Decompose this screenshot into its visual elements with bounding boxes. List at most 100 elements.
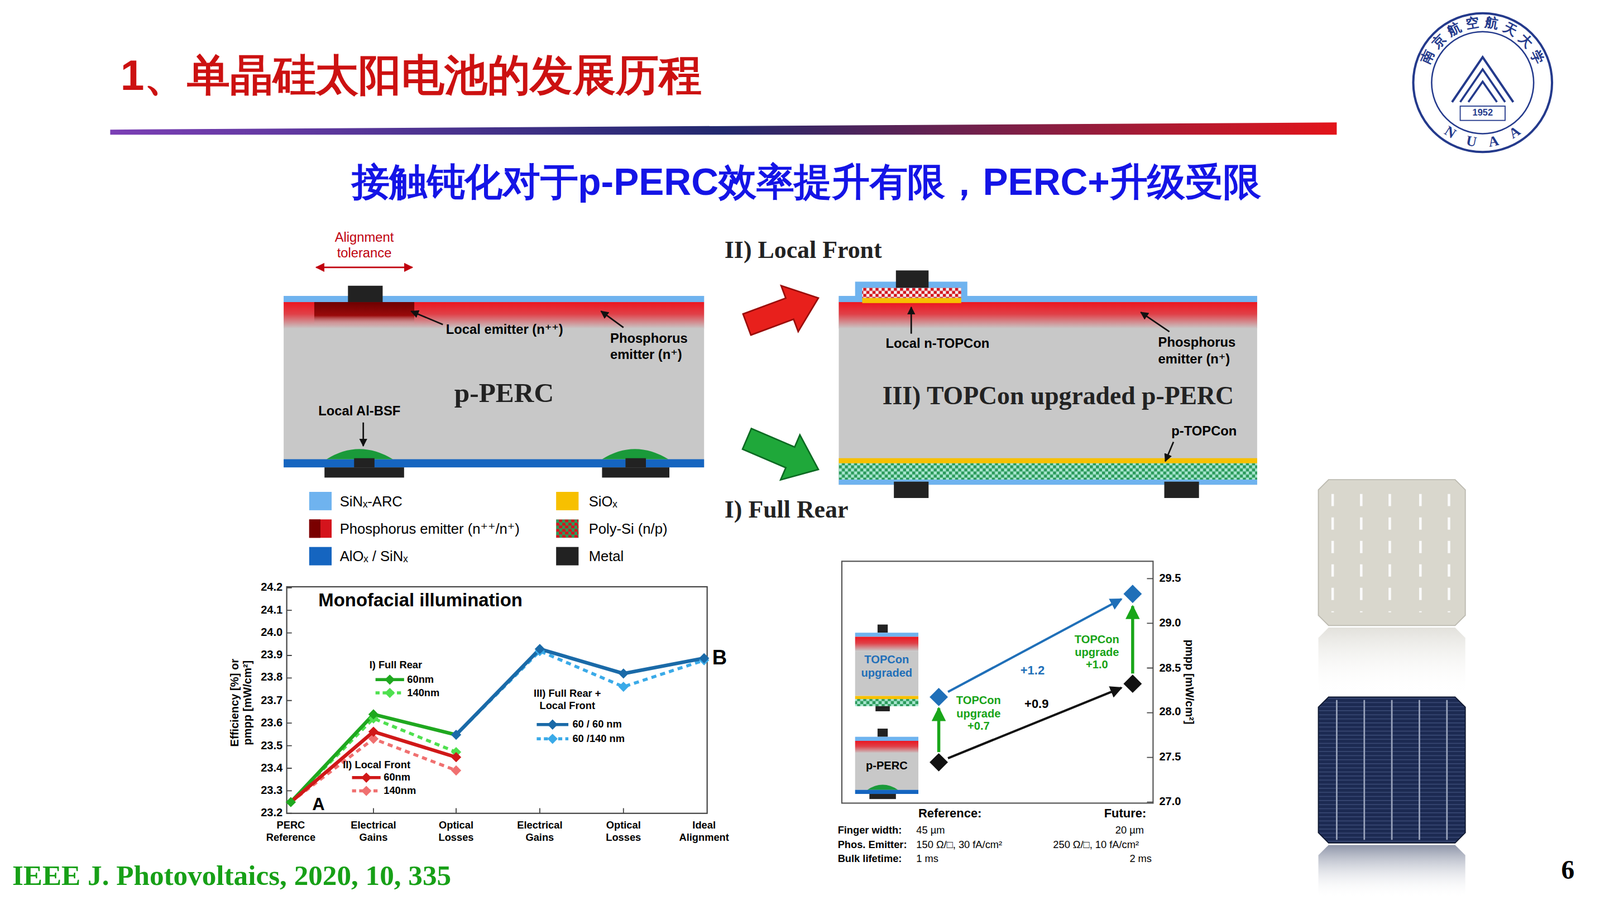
power-chart xyxy=(947,599,1122,692)
block-arrow xyxy=(743,285,819,335)
university-logo xyxy=(1413,13,1553,153)
p-perc-section xyxy=(283,295,704,303)
axis-tick: 27.0 xyxy=(1158,794,1181,808)
power-chart xyxy=(1131,606,1134,674)
power-chart xyxy=(855,650,919,696)
leader-line xyxy=(1165,441,1174,462)
power-chart xyxy=(947,687,1122,759)
topcon-section xyxy=(896,270,929,288)
power-chart xyxy=(877,728,888,737)
power-chart xyxy=(855,789,919,794)
legend-text: 60 /140 nm xyxy=(572,732,625,745)
legend-sample xyxy=(361,785,372,796)
legend-heading: III) Full Rear + Local Front xyxy=(531,687,603,713)
efficiency-chart xyxy=(290,731,457,803)
table-heading: Reference: xyxy=(918,807,982,822)
legend-text: 140nm xyxy=(406,686,440,699)
axis-category: Electrical Gains xyxy=(340,819,406,843)
legend-swatch xyxy=(556,519,579,538)
axis-tick: 28.5 xyxy=(1158,660,1181,674)
wafer-photo xyxy=(1318,479,1466,898)
axis-tick: 24.2 xyxy=(260,580,283,594)
arrow-label: I) Full Rear xyxy=(724,495,849,524)
topcon-section xyxy=(838,463,1257,480)
axis-tick: 24.0 xyxy=(260,625,283,639)
swatch-shade xyxy=(309,519,321,538)
part-label: Local Al-BSF xyxy=(318,404,401,420)
legend-text: Metal xyxy=(588,547,625,566)
axis-tick: 23.2 xyxy=(260,806,283,819)
table-cell: Bulk lifetime: xyxy=(837,853,903,865)
legend-text: SiNₓ-ARC xyxy=(339,491,403,511)
efficiency-chart xyxy=(286,587,292,814)
topcon-section xyxy=(838,458,1257,464)
section-title: III) TOPCon upgraded p-PERC xyxy=(838,381,1278,412)
point-label: B xyxy=(712,647,727,668)
axis-category: PERC Reference xyxy=(257,819,324,843)
legend-text: 60nm xyxy=(406,673,434,685)
logo-letter: U xyxy=(1459,131,1483,152)
table-cell: 20 µm xyxy=(1115,824,1144,837)
efficiency-chart xyxy=(618,681,629,692)
part-label: p-TOPCon xyxy=(1171,424,1237,440)
topcon-section xyxy=(861,287,961,298)
power-chart xyxy=(1146,578,1153,802)
topcon-section xyxy=(893,481,929,498)
table-cell: 2 ms xyxy=(1129,853,1152,865)
axis-tick: 23.9 xyxy=(260,648,283,661)
leader-line xyxy=(411,310,444,325)
efficiency-chart xyxy=(286,586,708,814)
p-perc-section xyxy=(326,448,394,459)
wafer-photo xyxy=(1318,696,1466,843)
table-heading: Future: xyxy=(1104,807,1147,822)
table-cell: Finger width: xyxy=(837,824,903,837)
logo-letter: A xyxy=(1482,131,1506,152)
legend-text: Phosphorus emitter (n⁺⁺/n⁺) xyxy=(339,519,520,538)
power-chart xyxy=(1123,584,1142,603)
p-perc-section xyxy=(314,302,415,325)
wafer-photo xyxy=(1336,700,1447,840)
legend-sample xyxy=(547,719,558,730)
leader-line xyxy=(910,307,913,334)
part-label: Phosphorus emitter (n⁺) xyxy=(1158,334,1257,367)
power-chart xyxy=(841,561,1153,803)
power-chart xyxy=(875,706,890,712)
p-perc-section xyxy=(353,458,375,468)
topcon-section xyxy=(1164,481,1200,498)
p-perc-section xyxy=(601,448,669,459)
legend-sample xyxy=(547,733,558,744)
axis-tick: 23.7 xyxy=(260,693,283,707)
logo-letter: 空 xyxy=(1462,13,1483,33)
efficiency-chart xyxy=(451,751,462,763)
gain-label: +1.2 xyxy=(1020,664,1045,679)
efficiency-chart xyxy=(451,765,462,776)
wafer-photo xyxy=(1318,479,1466,626)
axis-title: Efficiency [%] or pmpp [mW/cm²] xyxy=(227,647,254,758)
university-logo xyxy=(1452,56,1514,102)
cell-cross-section: p-PERC xyxy=(283,295,725,468)
power-chart xyxy=(1123,674,1142,693)
efficiency-chart xyxy=(456,648,704,735)
chart-title: Monofacial illumination xyxy=(318,589,523,611)
logo-letter: 航 xyxy=(1481,13,1503,33)
power-chart xyxy=(929,687,948,707)
legend-heading: I) Full Rear xyxy=(369,659,423,672)
legend-swatch xyxy=(309,519,332,538)
icon-label: p-PERC xyxy=(856,759,918,773)
legend-sample xyxy=(384,674,395,685)
university-logo xyxy=(1460,106,1506,121)
table-cell: 1 ms xyxy=(916,853,939,865)
part-label: Phosphorus emitter (n⁺) xyxy=(610,330,708,363)
power-chart xyxy=(877,624,888,634)
efficiency-chart xyxy=(368,726,379,737)
table-cell: 250 Ω/□, 10 fA/cm² xyxy=(1052,838,1139,851)
part-label: Local emitter (n⁺⁺) xyxy=(446,322,564,338)
gain-label: +0.9 xyxy=(1024,697,1049,712)
legend-swatch xyxy=(309,547,332,566)
citation: IEEE J. Photovoltaics, 2020, 10, 335 xyxy=(12,859,452,893)
axis-tick: 29.5 xyxy=(1158,571,1181,585)
legend-text: 60 / 60 nm xyxy=(572,718,622,731)
axis-tick: 24.1 xyxy=(260,602,283,616)
efficiency-chart xyxy=(698,653,710,664)
wafer-photo xyxy=(1332,494,1449,613)
